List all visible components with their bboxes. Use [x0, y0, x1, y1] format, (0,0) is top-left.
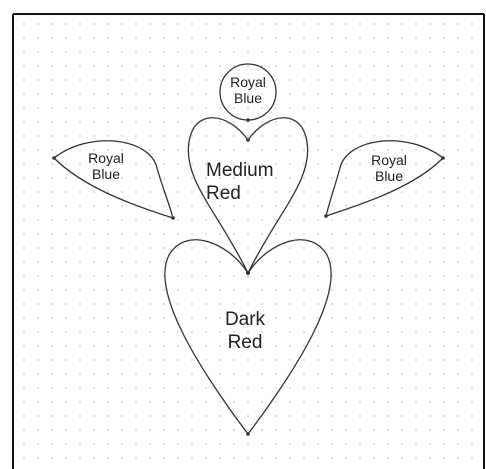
medium-heart-label-line2: Red — [206, 183, 290, 206]
dark-heart-label-line1: Dark — [205, 309, 285, 332]
medium-heart-label: Medium Red — [206, 160, 290, 206]
medium-heart-top-point — [246, 138, 250, 142]
medium-heart-label-line1: Medium — [206, 160, 290, 183]
right-petal-base-point — [324, 214, 328, 218]
right-petal-tip-point — [441, 156, 445, 160]
left-petal-base-point — [171, 216, 175, 220]
right-petal-label-line1: Royal — [361, 152, 417, 168]
dark-heart-label-line2: Red — [205, 332, 285, 355]
top-circle-label-line2: Blue — [220, 90, 276, 106]
left-petal-label: Royal Blue — [78, 150, 134, 182]
dark-heart-top-point — [246, 271, 250, 275]
left-petal-label-line1: Royal — [78, 150, 134, 166]
dark-heart-label: Dark Red — [205, 309, 285, 355]
right-petal-label-line2: Blue — [361, 168, 417, 184]
top-circle-label: Royal Blue — [220, 74, 276, 106]
top-circle-point — [246, 118, 250, 122]
right-petal-label: Royal Blue — [361, 152, 417, 184]
dark-heart-bottom-point — [246, 432, 250, 436]
top-circle-label-line1: Royal — [220, 74, 276, 90]
left-petal-label-line2: Blue — [78, 166, 134, 182]
left-petal-tip-point — [52, 156, 56, 160]
